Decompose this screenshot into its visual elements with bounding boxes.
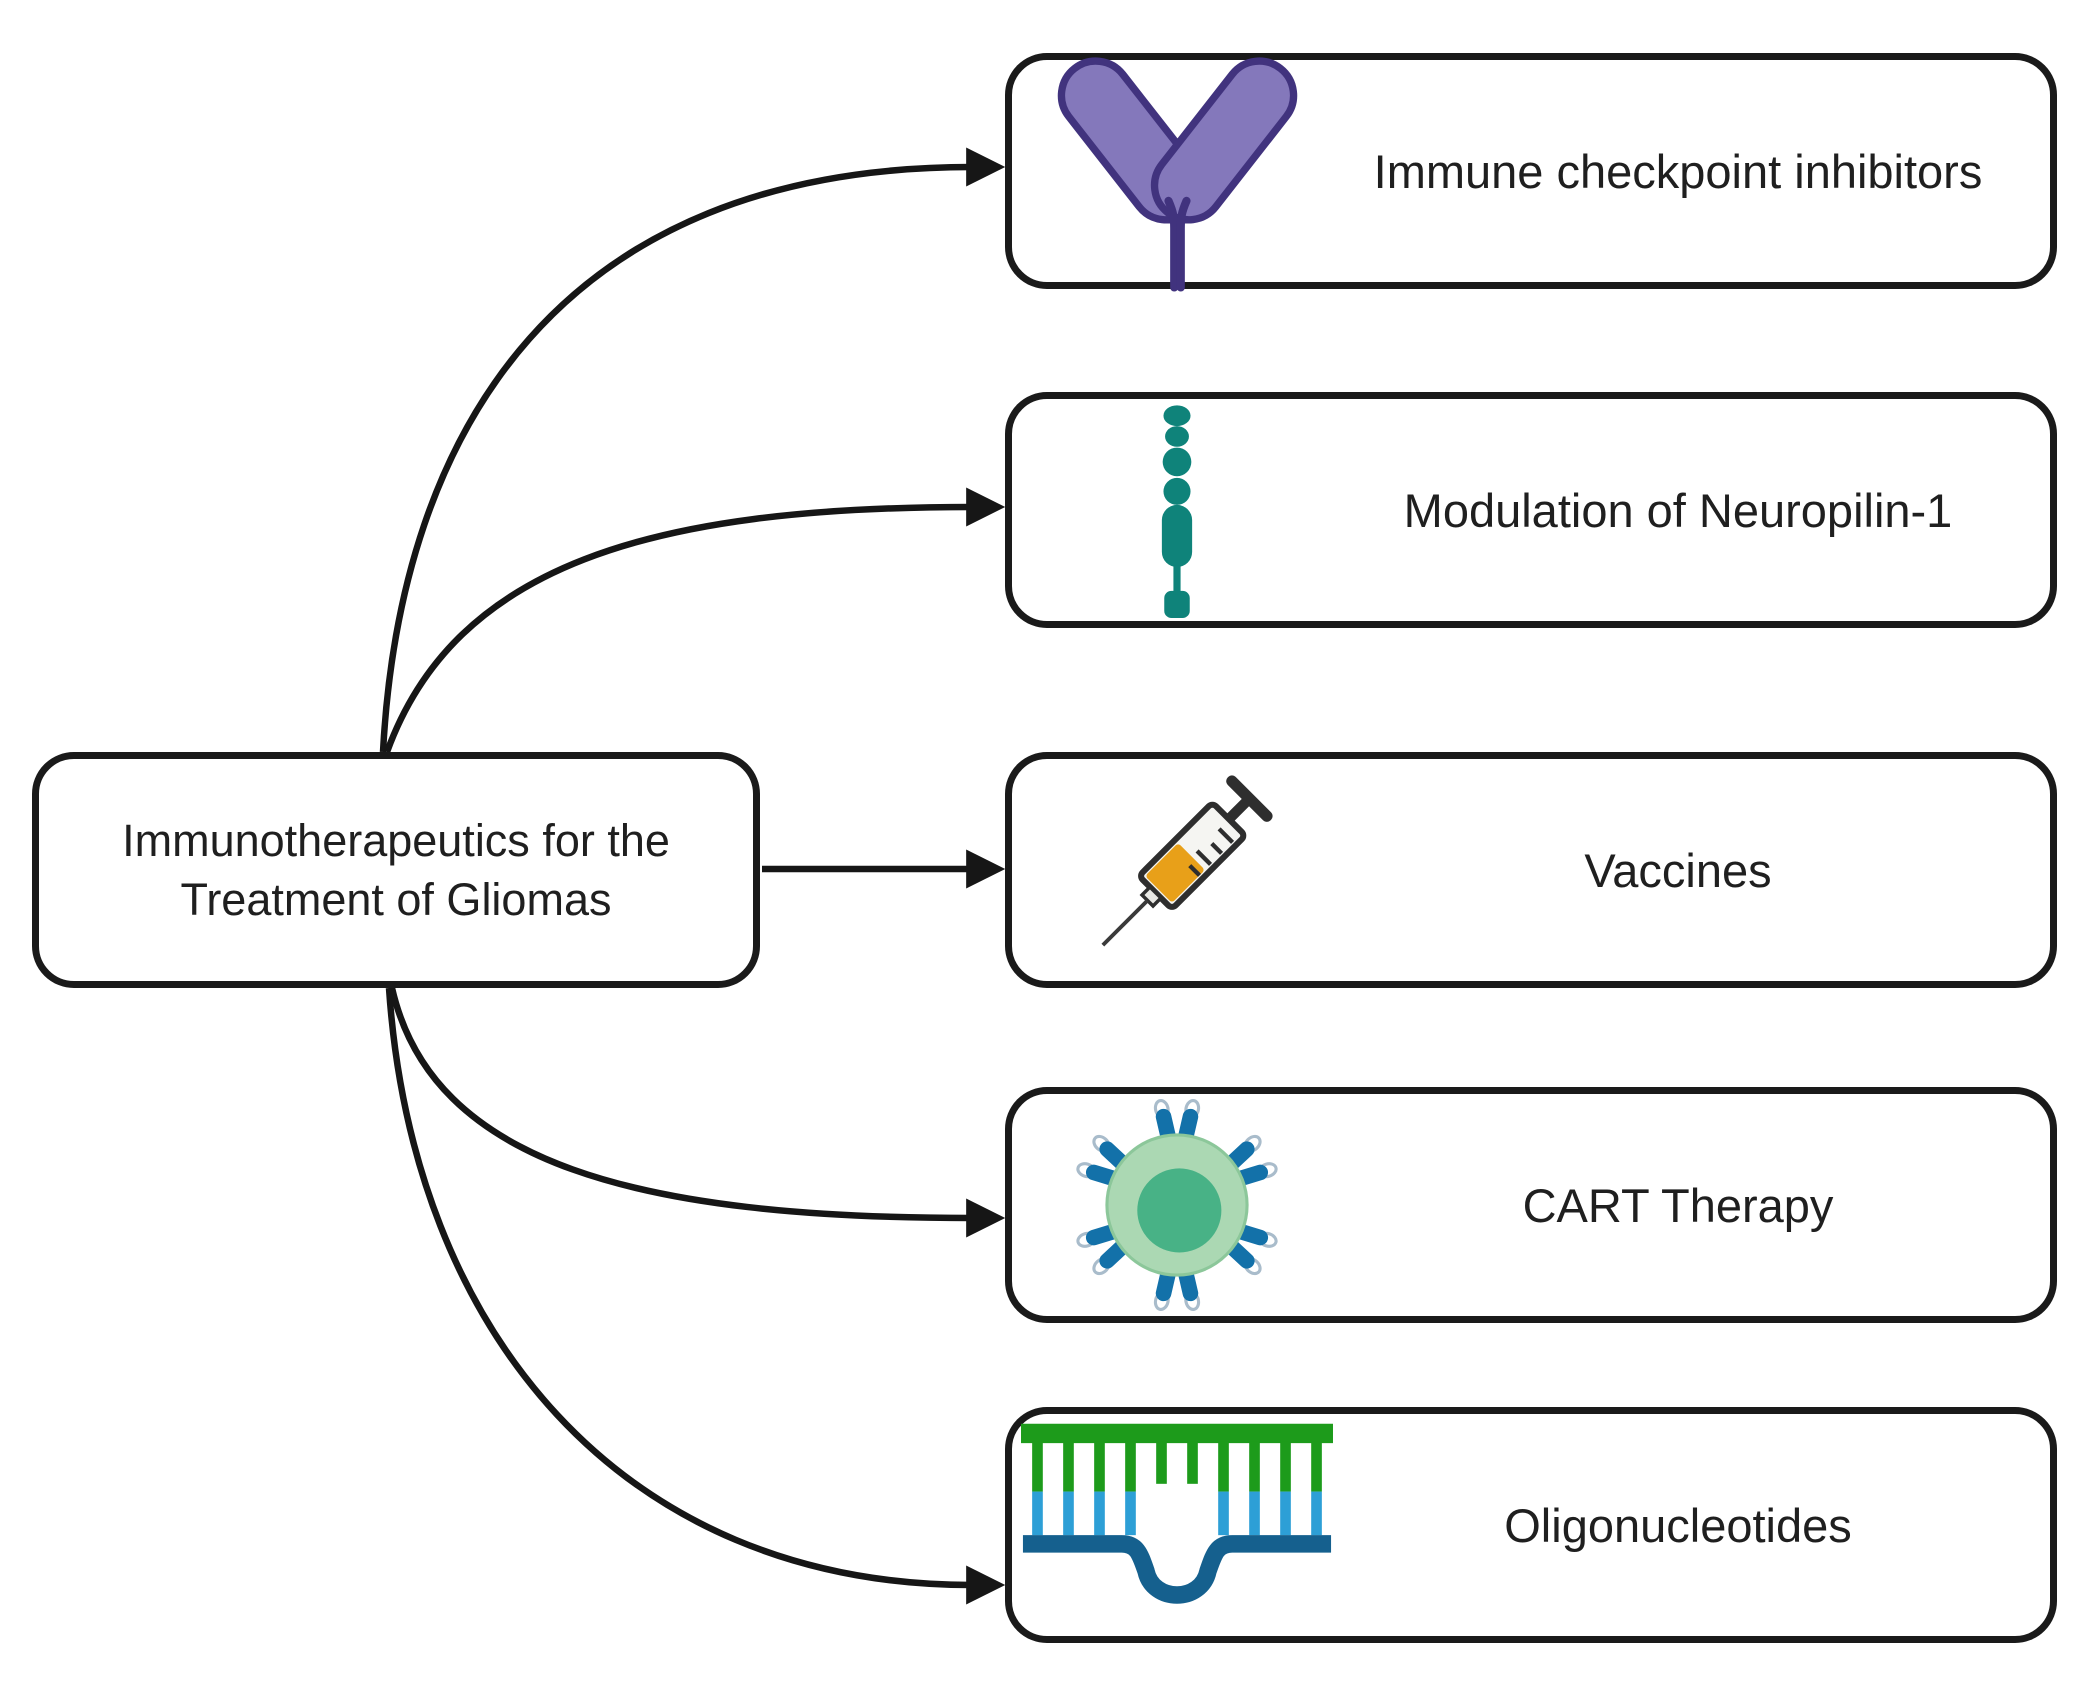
root-node-label: Immunotherapeutics for the Treatment of … [122,814,670,925]
antibody-icon [1012,49,1342,294]
syringe-icon [1012,758,1342,983]
arrow-to-immune-checkpoint-inhibitors [379,147,1006,753]
branch-node-oligonucleotides: Oligonucleotides [1005,1407,2057,1643]
branch-node-modulation-of-neuropilin-1: Modulation of Neuropilin-1 [1005,392,2057,628]
branch-node-cart-therapy: CART Therapy [1005,1087,2057,1323]
branch-label: Vaccines [1584,843,1772,897]
car-t-cell-icon [1012,1096,1342,1314]
branch-node-immune-checkpoint-inhibitors: Immune checkpoint inhibitors [1005,53,2057,292]
oligonucleotide-icon [1012,1416,1342,1634]
arrow-to-oligonucleotides [385,987,1006,1605]
branch-label: Oligonucleotides [1504,1498,1852,1552]
branch-label: CART Therapy [1522,1178,1834,1232]
receptor-chain-icon [1012,403,1342,618]
branch-node-vaccines: Vaccines [1005,752,2057,988]
branch-label: Modulation of Neuropilin-1 [1403,483,1953,537]
root-node: Immunotherapeutics for the Treatment of … [32,752,760,988]
branch-label: Immune checkpoint inhibitors [1373,144,1983,198]
arrow-to-cart-therapy [388,987,1006,1238]
arrow-to-modulation-of-neuropilin-1 [383,487,1006,754]
